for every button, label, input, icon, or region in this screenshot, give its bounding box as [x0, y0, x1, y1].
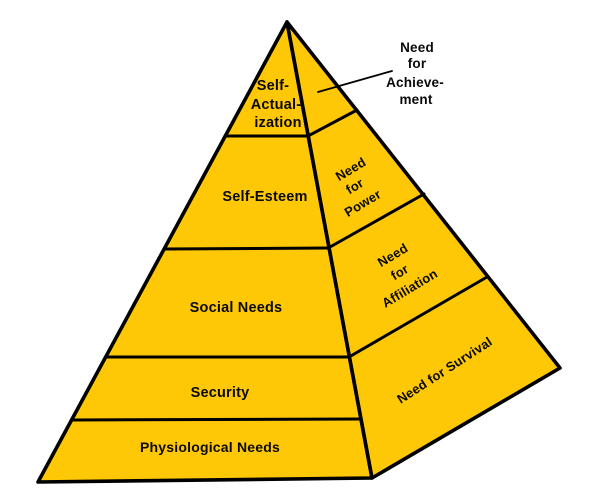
label-self-actualization-line2: Actual- — [251, 97, 302, 113]
side-divider-achievement-power — [306, 108, 359, 138]
label-security: Security — [191, 385, 250, 401]
callout-line4: ment — [399, 92, 432, 107]
callout-line1: Need — [400, 40, 434, 55]
front-divider-self-esteem — [162, 246, 331, 251]
label-social-needs: Social Needs — [190, 300, 283, 316]
callout-leader-line — [317, 70, 393, 93]
front-divider-security — [70, 417, 363, 422]
side-divider-affiliation-survival — [347, 275, 489, 359]
label-self-actualization-line1: Self- — [257, 78, 289, 94]
label-self-actualization-line3: ization — [254, 115, 301, 131]
label-self-actualization: Self- Actual- ization — [251, 78, 302, 131]
pyramid-center-edge — [285, 20, 374, 480]
callout-line2: for — [408, 56, 427, 71]
callout-line3: Achieve- — [386, 75, 444, 90]
label-self-esteem: Self-Esteem — [222, 189, 307, 205]
side-divider-power-affiliation — [328, 192, 426, 249]
callout-need-for-achievement: Need for Achieve- ment — [386, 40, 444, 107]
label-physiological-needs: Physiological Needs — [140, 439, 280, 455]
